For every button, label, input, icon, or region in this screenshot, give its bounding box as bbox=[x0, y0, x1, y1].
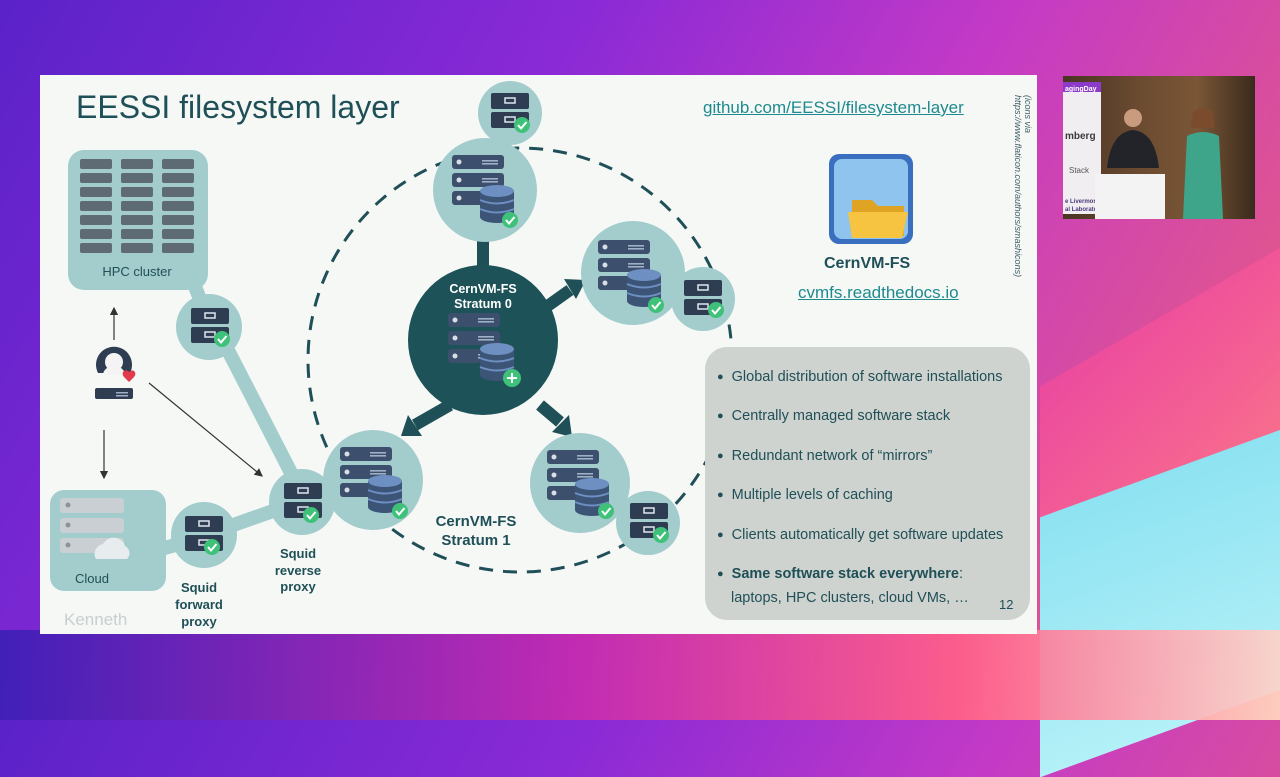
speaker-person-2 bbox=[1183, 108, 1223, 219]
camera-banner-text: Stack bbox=[1069, 166, 1090, 175]
page-number: 12 bbox=[999, 597, 1014, 612]
proxy-top bbox=[478, 81, 542, 145]
speaker-person-1 bbox=[1107, 109, 1159, 168]
feature-continuation: laptops, HPC clusters, cloud VMs, … bbox=[731, 590, 969, 606]
reverse-proxy-label-line1: Squid bbox=[280, 546, 316, 561]
icon-credit: (icons via https://www.flaticon.com/auth… bbox=[1013, 95, 1033, 278]
stratum1-server-bottom-right bbox=[530, 433, 630, 533]
camera-banner-text: mberg bbox=[1065, 131, 1096, 142]
camera-banner-stripe bbox=[1063, 82, 1101, 92]
reverse-proxy-label-line2: reverse bbox=[275, 563, 321, 578]
cernvm-fs-logo bbox=[829, 154, 913, 244]
slide-title: EESSI filesystem layer bbox=[76, 89, 400, 125]
feature-panel: ●Global distribution of software install… bbox=[705, 347, 1030, 620]
proxy-hpc bbox=[176, 294, 242, 360]
proxy-right bbox=[671, 267, 735, 331]
forward-proxy-label-line1: Squid bbox=[181, 580, 217, 595]
podium bbox=[1095, 174, 1165, 219]
hpc-cluster-label: HPC cluster bbox=[102, 264, 172, 279]
hpc-cluster: HPC cluster bbox=[68, 150, 208, 290]
feature-item: ●Multiple levels of caching bbox=[717, 487, 893, 504]
feature-item: ●Redundant network of “mirrors” bbox=[717, 447, 933, 464]
user-icon bbox=[95, 346, 136, 399]
feature-item: ●Same software stack everywhere: bbox=[717, 566, 963, 583]
stratum1-label-line2: Stratum 1 bbox=[441, 532, 510, 549]
forward-proxy-label-line2: forward bbox=[175, 597, 223, 612]
cloud-label: Cloud bbox=[75, 571, 109, 586]
stratum0-label-line2: Stratum 0 bbox=[454, 297, 512, 311]
camera-banner-text: al Laboratory bbox=[1065, 207, 1104, 213]
camera-banner bbox=[1063, 82, 1101, 214]
stratum0-label-line1: CernVM-FS bbox=[449, 282, 516, 296]
stratum1-server-right bbox=[581, 221, 685, 325]
cvmfs-docs-link[interactable]: cvmfs.readthedocs.io bbox=[798, 283, 959, 302]
cvmfs-network-diagram: CernVM-FS Stratum 0 bbox=[50, 81, 913, 629]
squid-forward-proxy bbox=[171, 502, 237, 568]
stratum1-server-bottom-left bbox=[323, 430, 423, 530]
reverse-proxy-label-line3: proxy bbox=[280, 579, 316, 594]
github-link[interactable]: github.com/EESSI/filesystem-layer bbox=[703, 98, 964, 117]
cloud-node: Cloud bbox=[50, 490, 166, 591]
user-arrows bbox=[99, 306, 263, 480]
camera-banner-text: e Livermore bbox=[1065, 199, 1100, 205]
stratum1-server-top bbox=[433, 138, 537, 242]
feature-item: ●Clients automatically get software upda… bbox=[717, 526, 1004, 543]
stratum1-label-line1: CernVM-FS bbox=[436, 513, 517, 530]
cvmfs-title: CernVM-FS bbox=[824, 255, 911, 272]
proxy-bottom-right bbox=[616, 491, 680, 555]
camera-banner-text: agingDay bbox=[1065, 86, 1097, 93]
presentation-slide: EESSI filesystem layer github.com/EESSI/… bbox=[40, 75, 1037, 634]
speaker-camera-feed: agingDay mberg Stack e Livermore al Labo… bbox=[1063, 76, 1255, 219]
forward-proxy-label-line3: proxy bbox=[181, 614, 217, 629]
squid-reverse-proxy bbox=[269, 469, 335, 535]
background-band bbox=[0, 630, 1280, 720]
feature-list: ●Global distribution of software install… bbox=[705, 347, 1030, 594]
stratum0-node: CernVM-FS Stratum 0 bbox=[408, 265, 558, 415]
feature-item: ●Global distribution of software install… bbox=[717, 368, 1003, 385]
feature-item: ●Centrally managed software stack bbox=[717, 408, 951, 425]
speaker-name: Kenneth bbox=[64, 610, 128, 629]
